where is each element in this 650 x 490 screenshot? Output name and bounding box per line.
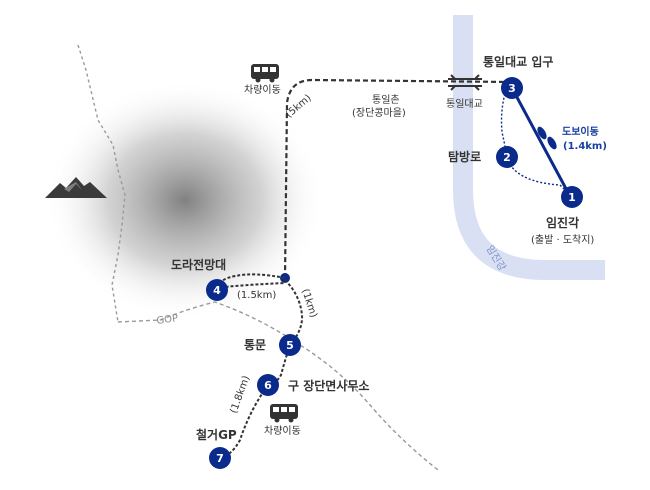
walk-distance-label: (1.4km)	[563, 141, 607, 152]
svg-text:6: 6	[264, 379, 272, 392]
distance-1-5km: (1.5km)	[237, 290, 276, 301]
walk-move-label: 도보이동	[562, 125, 599, 138]
terrain-shading	[45, 80, 325, 320]
gop-label: GOP	[156, 313, 179, 327]
svg-text:7: 7	[216, 452, 224, 465]
svg-text:1: 1	[568, 191, 576, 204]
stop-name-2: 탐방로	[448, 149, 481, 164]
bridge-label: 통일대교	[446, 98, 483, 110]
vehicle-route-top	[283, 78, 513, 279]
stop-sub-1: (출발 · 도착지)	[531, 234, 594, 246]
distance-5km: (5km)	[284, 93, 314, 121]
bridge-icon	[448, 74, 482, 91]
svg-text:3: 3	[508, 82, 516, 95]
svg-text:4: 4	[213, 284, 221, 297]
svg-text:5: 5	[286, 339, 294, 352]
stop-marker-4[interactable]: 4	[206, 279, 228, 301]
stop-name-5: 통문	[244, 337, 266, 352]
stop-marker-6[interactable]: 6	[257, 374, 279, 396]
stop-marker-5[interactable]: 5	[279, 334, 301, 356]
stop-marker-3[interactable]: 3	[501, 77, 523, 99]
bus-icon	[270, 404, 298, 423]
vehicle-move-label-2: 차량이동	[264, 425, 301, 437]
stop-marker-7[interactable]: 7	[209, 447, 231, 469]
stop-marker-2[interactable]: 2	[496, 146, 518, 168]
stop-name-4: 도라전망대	[171, 257, 226, 272]
svg-text:2: 2	[503, 151, 511, 164]
route-to-7	[219, 344, 291, 459]
stop-name-1: 임진각	[546, 215, 579, 230]
boundary-line	[77, 44, 126, 323]
vehicle-move-label-1: 차량이동	[244, 84, 281, 96]
walk-route-main	[510, 87, 573, 199]
village-sub-label: (장단콩마을)	[352, 107, 406, 119]
stop-name-3: 통일대교 입구	[483, 54, 553, 69]
imjin-river	[453, 15, 605, 280]
footprints-icon	[537, 126, 557, 150]
mountain-icon	[45, 177, 107, 198]
stop-name-6: 구 장단면사무소	[288, 378, 369, 393]
distance-1-8km: (1.8km)	[228, 374, 252, 415]
stop-marker-1[interactable]: 1	[561, 186, 583, 208]
bus-icon	[251, 64, 279, 83]
distance-1km: (1km)	[299, 288, 319, 320]
stop-name-7: 철거GP	[196, 427, 237, 442]
village-label: 통일촌	[372, 94, 400, 106]
gop-line	[117, 301, 439, 471]
